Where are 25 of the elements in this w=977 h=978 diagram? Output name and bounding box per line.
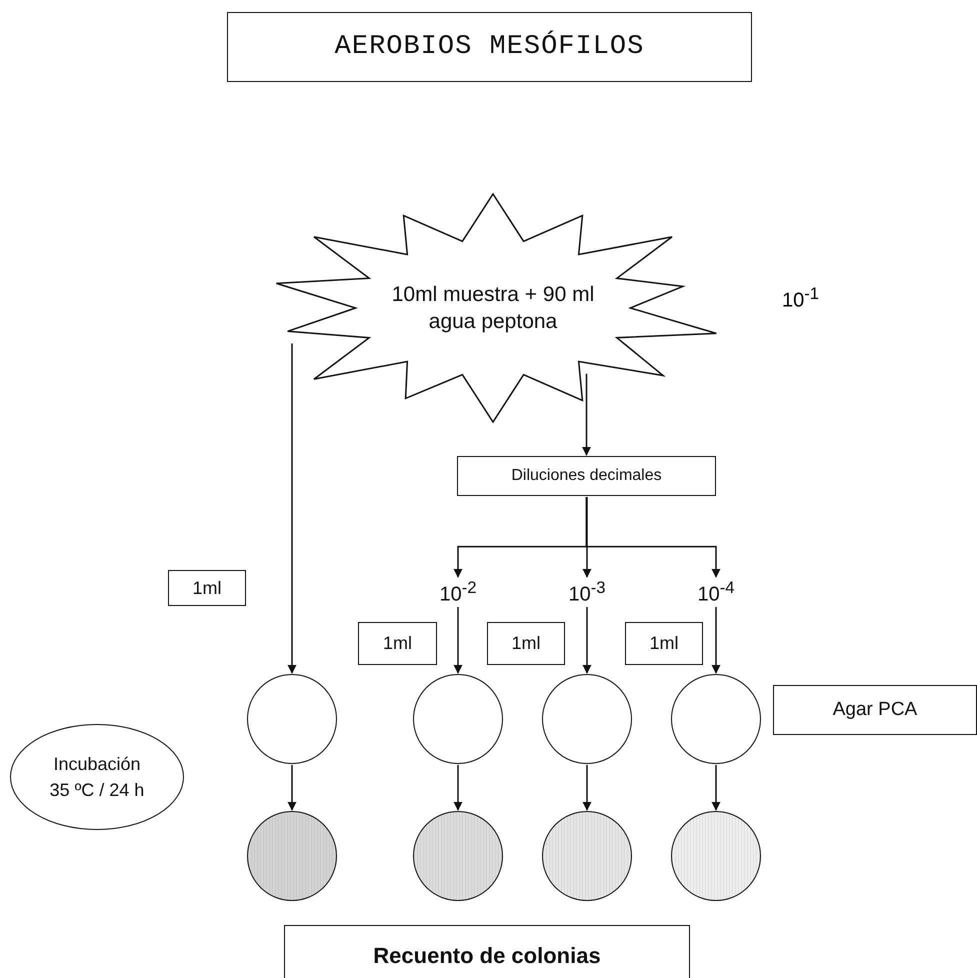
arrow (288, 765, 296, 811)
volume-label-box: 1ml (358, 622, 437, 665)
volume-label-box: 1ml (168, 570, 246, 606)
arrow (586, 497, 720, 578)
arrow (712, 765, 720, 811)
volume-label-box: 1ml (625, 622, 703, 665)
title-box: AEROBIOS MESÓFILOS (227, 12, 752, 82)
arrow (582, 765, 592, 811)
dilution-label: 10$^{-1}$ (782, 284, 820, 313)
result-box: Recuento de colonias (284, 925, 690, 978)
node-label: 10ml muestra + 90 ml agua peptona (390, 282, 596, 335)
arrow (582, 497, 592, 578)
dilution-label: 10$^{-3}$ (557, 578, 617, 606)
volume-label-box: 1ml (487, 622, 565, 665)
process-box: Agar PCA (773, 685, 977, 735)
arrow (582, 374, 591, 456)
arrow (288, 343, 296, 674)
dilution-label: 10$^{-2}$ (428, 578, 488, 606)
incubation-ellipse: Incubación 35 ºC / 24 h (10, 724, 184, 830)
arrow (582, 607, 592, 674)
process-box: Diluciones decimales (457, 456, 716, 496)
arrow (454, 765, 462, 811)
arrow (454, 607, 462, 674)
dilution-label: 10$^{-4}$ (686, 578, 746, 606)
arrow (712, 607, 720, 674)
